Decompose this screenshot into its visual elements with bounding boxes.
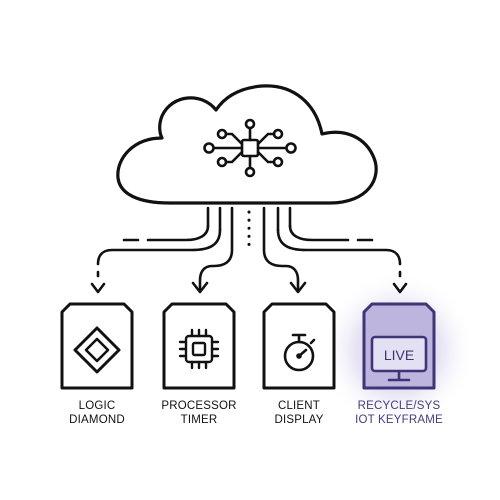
label-line-1: CLIENT — [277, 400, 321, 412]
circuit-processor-icon — [203, 118, 297, 178]
node-card — [60, 302, 134, 390]
label-line-1: PROCESSOR — [161, 400, 237, 412]
cloud-shape — [116, 84, 378, 205]
node-processor-timer[interactable] — [162, 302, 236, 390]
label-line-2: DISPLAY — [274, 414, 324, 426]
connector-logic-diamond — [90, 224, 222, 294]
label-line-1: RECYCLE/SYS — [357, 400, 441, 412]
connector-client-display — [262, 206, 307, 294]
node-card — [262, 302, 336, 390]
live-monitor-icon: LIVE — [370, 335, 428, 382]
node-recycle-sys-iot-keyframe[interactable]: LIVE — [362, 302, 436, 390]
live-screen-text: LIVE — [384, 347, 414, 363]
label-recycle-sys-iot-keyframe: RECYCLE/SYS IOT KEYFRAME — [344, 399, 454, 427]
label-processor-timer: PROCESSOR TIMER — [144, 399, 254, 427]
connector-recycle-sys — [276, 224, 408, 294]
label-line-2: IOT KEYFRAME — [355, 414, 443, 426]
processor-chip-icon — [178, 328, 220, 370]
diamond-icon — [73, 326, 121, 374]
label-line-2: DIAMOND — [69, 414, 125, 426]
label-client-display: CLIENT DISPLAY — [244, 399, 354, 427]
node-client-display[interactable] — [262, 302, 336, 390]
node-card — [162, 302, 236, 390]
label-line-2: TIMER — [180, 414, 218, 426]
stopwatch-icon — [283, 333, 316, 372]
label-logic-diamond: LOGIC DIAMOND — [42, 399, 152, 427]
label-line-1: LOGIC — [78, 400, 116, 412]
cloud-stems — [206, 206, 292, 232]
node-logic-diamond[interactable] — [60, 302, 134, 390]
connector-processor-timer — [191, 206, 234, 294]
